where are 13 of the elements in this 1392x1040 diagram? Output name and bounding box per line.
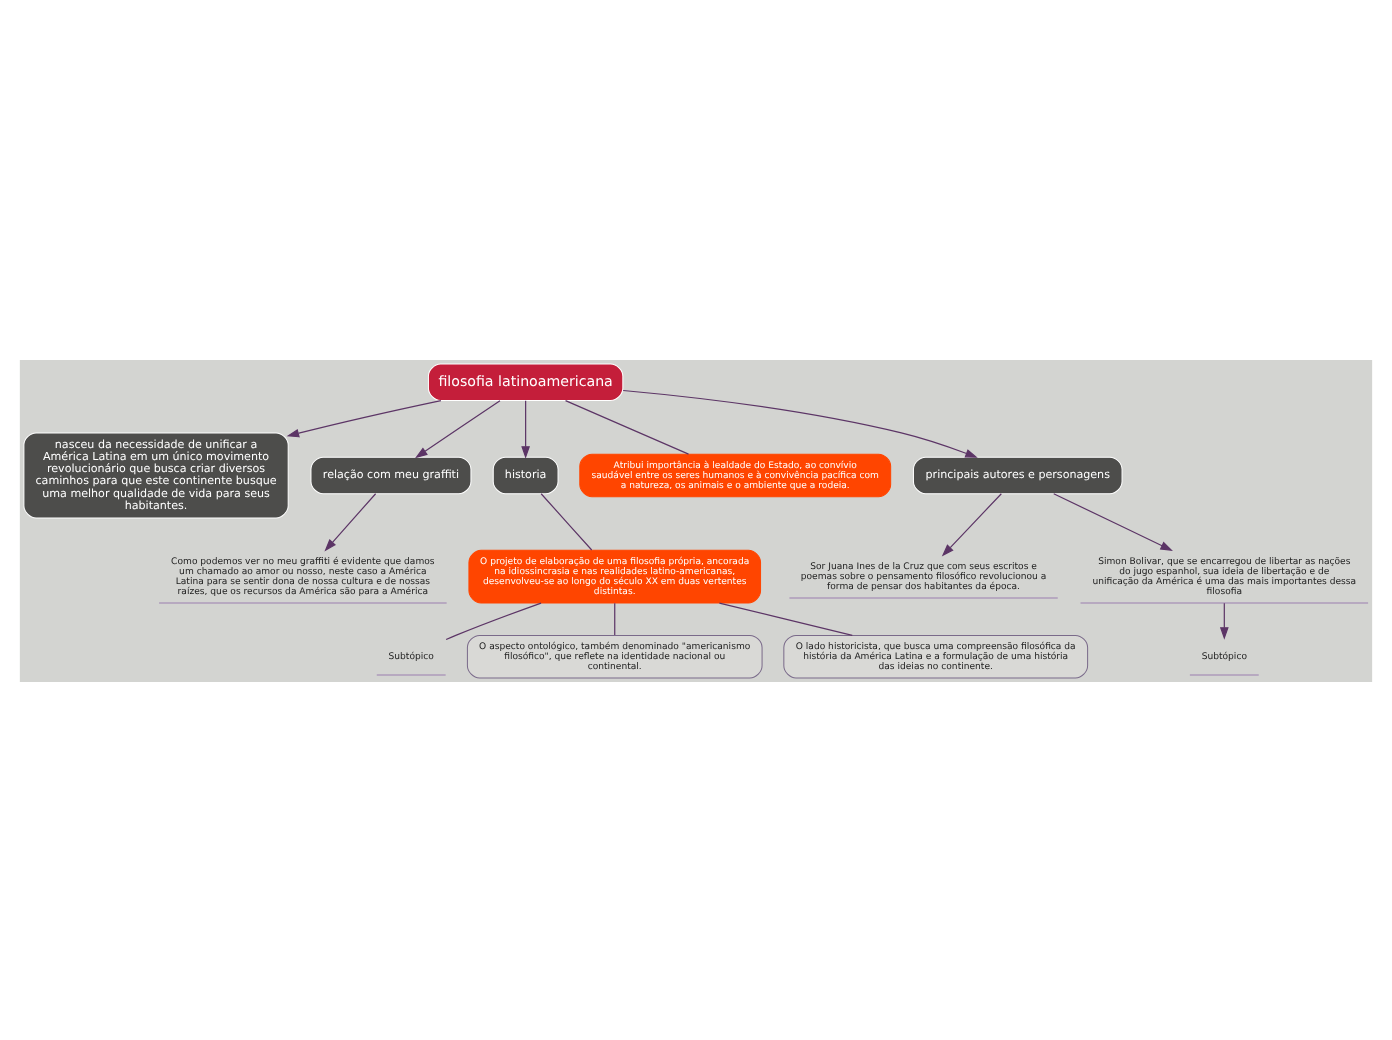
connector [540,492,593,550]
connector [718,601,853,635]
arrow [1053,492,1173,550]
arrow [324,492,377,551]
arrow [1219,601,1229,639]
connector [564,399,690,454]
connector [614,601,616,635]
connector [445,601,542,640]
arrow [941,492,1002,556]
arrow [521,399,531,458]
arrow [622,388,978,457]
arrow [415,399,501,458]
arrow [286,398,442,437]
